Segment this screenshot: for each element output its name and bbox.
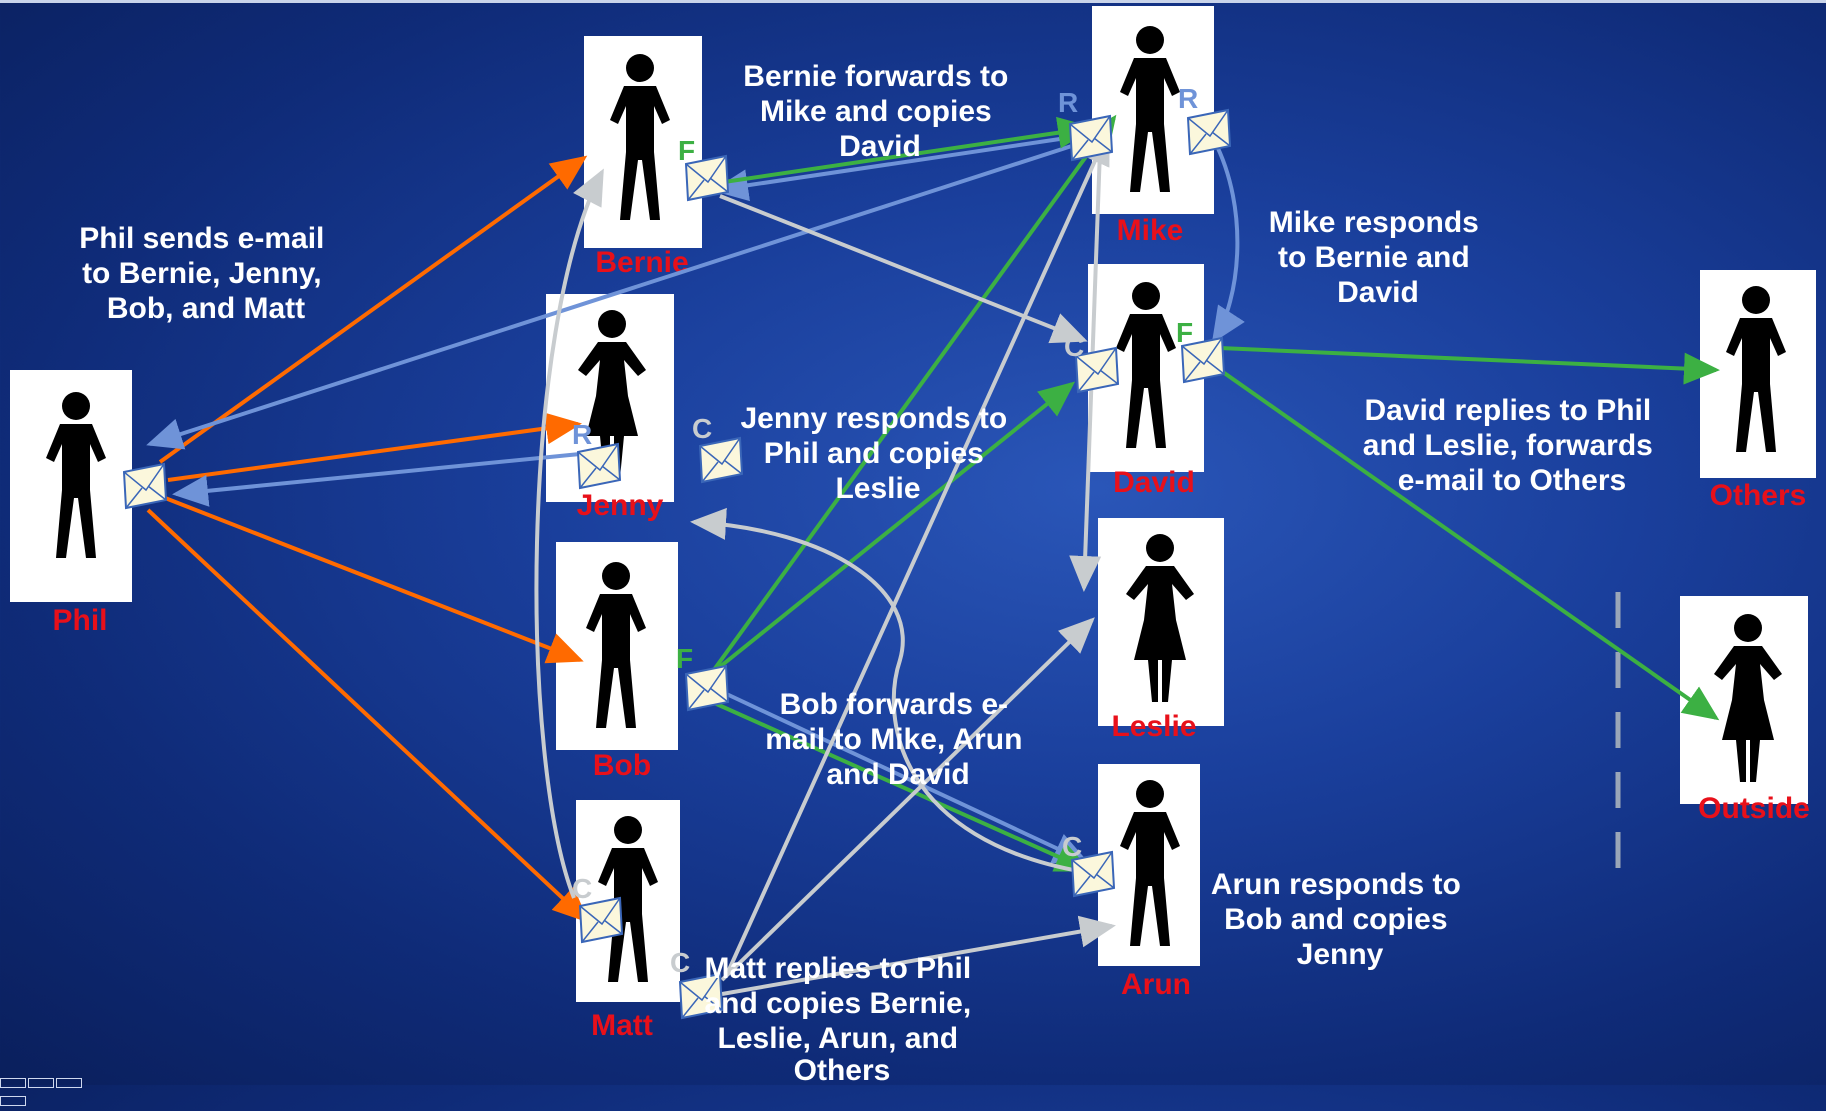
arrow-mike-to-bernie <box>712 134 1081 202</box>
arrow-phil-to-bernie <box>158 155 588 464</box>
arrow-david-to-outside <box>1218 368 1720 721</box>
arrow-phil-to-bob <box>159 494 584 664</box>
arrow-bob-to-mike <box>706 114 1117 680</box>
name-matt: Matt <box>591 1009 653 1042</box>
name-arun: Arun <box>1121 968 1191 1001</box>
card-others: Others <box>1700 270 1816 512</box>
arrow-phil-to-jenny <box>167 412 582 482</box>
card-mike: Mike <box>1092 6 1214 247</box>
arrow-bernie-copies-david <box>719 194 1088 344</box>
arrow-arun-copies-jenny <box>690 507 1085 874</box>
badge-arun-copy: C <box>1062 831 1082 862</box>
arrow-matt-copies-leslie <box>720 617 1095 982</box>
card-jenny: Jenny <box>546 294 674 522</box>
arrows-forwards <box>706 114 1720 872</box>
name-leslie: Leslie <box>1111 710 1196 743</box>
caption-matt-replies: Matt replies to Phil and copies Bernie, … <box>704 952 979 1085</box>
card-bob: Bob <box>556 542 678 782</box>
card-leslie: Leslie <box>1098 518 1224 743</box>
caption-david-replies: David replies to Phil and Leslie, forwar… <box>1363 394 1661 497</box>
name-mike: Mike <box>1117 214 1184 247</box>
arrow-phil-to-matt <box>146 508 589 923</box>
badge-matt-copy-1: C <box>572 873 592 904</box>
arrow-jenny-to-phil <box>172 452 581 507</box>
nav-box[interactable] <box>0 1078 26 1088</box>
arrow-bob-to-arun <box>717 688 1090 864</box>
card-matt: Matt <box>576 800 680 1042</box>
badge-bob-forward: F <box>676 643 693 674</box>
caption-phil-sends: Phil sends e-mail to Bernie, Jenny, Bob,… <box>79 222 332 325</box>
envelope-icon-jenny-2 <box>699 437 743 483</box>
badge-jenny-copy: C <box>692 413 712 444</box>
nav-box[interactable] <box>56 1078 82 1088</box>
badge-david-copy: C <box>1064 331 1084 362</box>
badge-matt-copy-2: C <box>670 947 690 978</box>
card-phil: Phil <box>10 370 132 637</box>
card-bernie: Bernie <box>584 36 702 279</box>
envelope-icon-mike-2 <box>1187 109 1231 155</box>
envelope-icon-phil <box>123 463 167 509</box>
card-outside: Outside <box>1680 596 1810 825</box>
arrow-matt-copies-arun <box>721 915 1116 996</box>
arrow-matt-to-mike <box>726 128 1110 973</box>
name-outside: Outside <box>1698 792 1810 825</box>
arrow-bob-to-arun-forward <box>711 700 1092 872</box>
envelope-icon-matt-1 <box>579 897 623 943</box>
name-bob: Bob <box>593 749 651 782</box>
caption-jenny-responds: Jenny responds to Phil and copies Leslie <box>740 402 1015 505</box>
top-border <box>0 0 1826 3</box>
arrow-mike-to-phil <box>146 140 1085 450</box>
badge-mike-respond-1: R <box>1058 87 1078 118</box>
arrow-matt-copies-bernie <box>534 168 604 899</box>
arrow-mike-to-david <box>1211 139 1245 344</box>
arrow-bernie-to-mike <box>723 116 1094 184</box>
arrow-bob-to-david <box>714 381 1076 672</box>
badge-mike-respond-2: R <box>1178 83 1198 114</box>
arrow-david-to-others <box>1219 346 1720 385</box>
caption-arun-responds: Arun responds to Bob and copies Jenny <box>1211 868 1469 971</box>
name-jenny: Jenny <box>577 489 664 522</box>
caption-bernie-forwards: Bernie forwards to Mike and copies David <box>743 60 1016 163</box>
nav-box[interactable] <box>28 1078 54 1088</box>
badge-bernie-forward: F <box>678 135 695 166</box>
caption-bob-forwards: Bob forwards e- mail to Mike, Arun and D… <box>765 688 1031 791</box>
badge-jenny-respond: R <box>572 419 592 450</box>
name-phil: Phil <box>52 604 107 637</box>
envelope-icon-jenny-1 <box>577 443 621 489</box>
email-flow-diagram: Phil Bernie Jenny Bob Matt Mike David Le… <box>10 6 1816 1085</box>
caption-mike-responds: Mike responds to Bernie and David <box>1269 206 1487 309</box>
name-david: David <box>1113 466 1195 499</box>
badge-david-forward: F <box>1176 317 1193 348</box>
name-others: Others <box>1710 479 1807 512</box>
arrows-responds <box>146 134 1245 864</box>
slide-nav-controls[interactable] <box>0 1075 110 1106</box>
arrows-phil-sends <box>146 155 589 923</box>
envelope-icon-mike-1 <box>1069 115 1113 161</box>
nav-box[interactable] <box>0 1096 26 1106</box>
